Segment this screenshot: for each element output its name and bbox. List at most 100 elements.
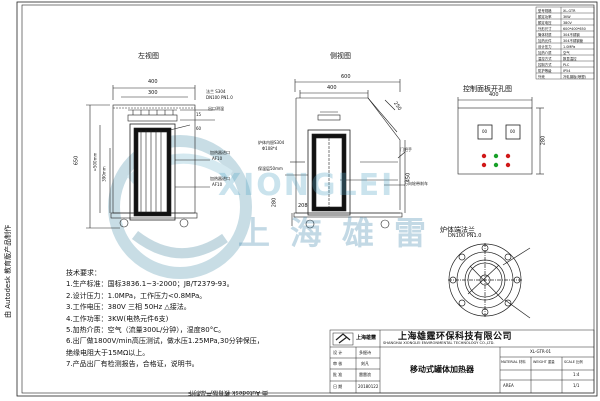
label-flange-top: 法兰 S304 <box>206 89 226 94</box>
left-view <box>86 85 215 229</box>
watermark-en: XIONGLEI <box>218 168 395 203</box>
param-row: 外形尺寸 600*400*650 <box>537 26 594 32</box>
param-key: 控制方式 <box>538 63 552 67</box>
label-heater-pipe2: 加热器进口 <box>210 176 230 181</box>
tb-r2a: 审 核 <box>333 361 343 366</box>
param-key: 外壳 <box>538 75 545 79</box>
tb-h-scale: SCALE 比例 <box>564 360 583 364</box>
tb-r3b: 雷雷浪 <box>359 372 371 377</box>
logo-text: 上海雄霆 <box>356 335 377 341</box>
param-value: 数显温控 <box>563 57 577 61</box>
param-value: XL-GTR <box>563 9 576 13</box>
tech-item: 1.生产标准：国标3836.1~3-2000；JB/T2379-93。 <box>66 280 234 289</box>
watermark-cn: 上海雄雷 <box>238 214 447 252</box>
tb-h-material: MATERIAL 材料 <box>501 360 526 364</box>
param-value: PLC <box>563 63 570 67</box>
tb-h-weight: WEIGHT 重量 <box>533 360 555 364</box>
company-en: SHANGHAI XIONGLEI ENVIRONMENTAL TECHNOLO… <box>383 341 495 345</box>
param-value: 1.0MPa <box>563 45 576 49</box>
param-key: 筒体材质 <box>538 33 552 37</box>
param-row: 额定电压 380V <box>537 20 594 26</box>
bottom-stamp: 由 Autodesk 教育版产品制作 <box>188 389 268 396</box>
param-key: 外形尺寸 <box>538 27 552 31</box>
param-row: 外壳 冷轧钢板(喷塑) <box>537 74 594 80</box>
product-name: 移动式罐体加热器 <box>410 365 474 374</box>
label-heater-pipe: 加热器进口 <box>210 150 230 155</box>
tech-title: 技术要求： <box>66 269 101 277</box>
param-value: 空气 <box>563 51 570 55</box>
side-stamp: 由 Autodesk 教育版产品制作 <box>4 224 12 318</box>
title-panel-view: 控制面板开孔图 <box>463 85 512 93</box>
dim-side-total: 600 <box>341 74 351 80</box>
param-value: IP54 <box>563 69 571 73</box>
label-flange-top2: DN100 PN1.0 <box>206 95 233 100</box>
control-panel <box>457 97 544 175</box>
label-inner-mat: 炉体内胆S304 <box>258 140 285 145</box>
tb-r4a: 日 期 <box>333 384 343 389</box>
param-table-grid <box>535 6 595 80</box>
param-value: 600*400*650 <box>563 27 586 31</box>
param-row: 加热元件 304不锈钢管 <box>537 38 594 44</box>
tech-item: 4.工作功率：3KW(电热元件6支) <box>66 314 169 323</box>
param-key: 额定功率 <box>538 15 552 19</box>
label-af2: AF10 <box>212 182 223 187</box>
tb-scale: 1:4 <box>573 372 580 377</box>
outer-frame <box>16 1 598 397</box>
dim-left-height: 650 <box>73 155 80 166</box>
param-key: 加热介质 <box>538 51 552 55</box>
tech-notes: 技术要求： 1.生产标准：国标3836.1~3-2000；JB/T2379-93… <box>66 268 264 371</box>
tb-sheet: 1/1 <box>573 383 580 388</box>
dim-left-inner: 300 <box>148 90 158 96</box>
label-inner-dim: Φ108*4 <box>262 146 278 151</box>
param-value: 冷轧钢板(喷塑) <box>563 75 586 79</box>
inner-frame <box>21 4 595 394</box>
dim-side-h280: 280 <box>271 197 278 208</box>
gauge-a: 00 <box>482 129 488 134</box>
dim-panel-h: 280 <box>540 135 547 146</box>
tech-item: 3.工作电压：380V 三相 50Hz △接法。 <box>66 303 191 312</box>
dim-side-h208: 208 <box>298 203 308 209</box>
label-caster: 万向轮带刹车 <box>404 181 428 186</box>
tech-item: 6.出厂做1800V/min高压测试，做水压1.25MPa,30分钟保压， <box>66 337 264 346</box>
tech-item: 2.设计压力：1.0MPa，工作压力<0.8MPa。 <box>66 291 207 300</box>
dim-panel-w: 400 <box>489 92 499 98</box>
param-key: 温控方式 <box>538 57 552 61</box>
company-cn: 上海雄霆环保科技有限公司 <box>398 332 513 342</box>
dim-side-upper: 400 <box>327 85 337 91</box>
dim-left-top: 60 <box>196 126 202 131</box>
label-af1: AF10 <box>212 156 223 161</box>
param-value: 304不锈钢 <box>563 33 580 37</box>
dim-left-width: 400 <box>148 79 158 85</box>
gauge-b: 00 <box>510 129 516 134</box>
tb-r1b: 多掘诗 <box>359 350 371 355</box>
tb-r2b: 刻凡 <box>361 361 369 366</box>
label-insul: 保温层50mm <box>258 166 283 171</box>
tb-r1a: 设 计 <box>333 350 343 355</box>
tech-item: 5.加热介质：空气（流量300L/分钟），湿度80°C。 <box>66 326 226 335</box>
label-handle: 门把手 <box>400 147 412 152</box>
param-value: 304不锈钢管 <box>563 39 584 43</box>
dim-left-inner-h1: ≈500mm <box>92 152 98 172</box>
param-key: 加热元件 <box>538 39 552 43</box>
tb-r4b: 20180122 <box>358 384 379 389</box>
tb-area: AREA <box>503 383 514 388</box>
title-block-grid <box>329 329 595 394</box>
param-row: 温控方式 数显温控 <box>537 56 594 62</box>
drawing-no: XL-GTR-01 <box>530 349 552 354</box>
dim-left-inner-h2: 390mm <box>101 166 107 182</box>
side-view <box>285 79 406 229</box>
label-outlet: 出口测温 <box>208 106 224 111</box>
tech-item: 7.产品出厂有检测报告，合格证，说明书。 <box>66 360 199 369</box>
tb-r3a: 批 准 <box>333 372 343 377</box>
param-value: 380V <box>563 21 572 25</box>
param-row: 控制方式 PLC <box>537 62 594 68</box>
param-key: 额定电压 <box>538 21 552 25</box>
title-left-view: 左视图 <box>138 52 159 60</box>
